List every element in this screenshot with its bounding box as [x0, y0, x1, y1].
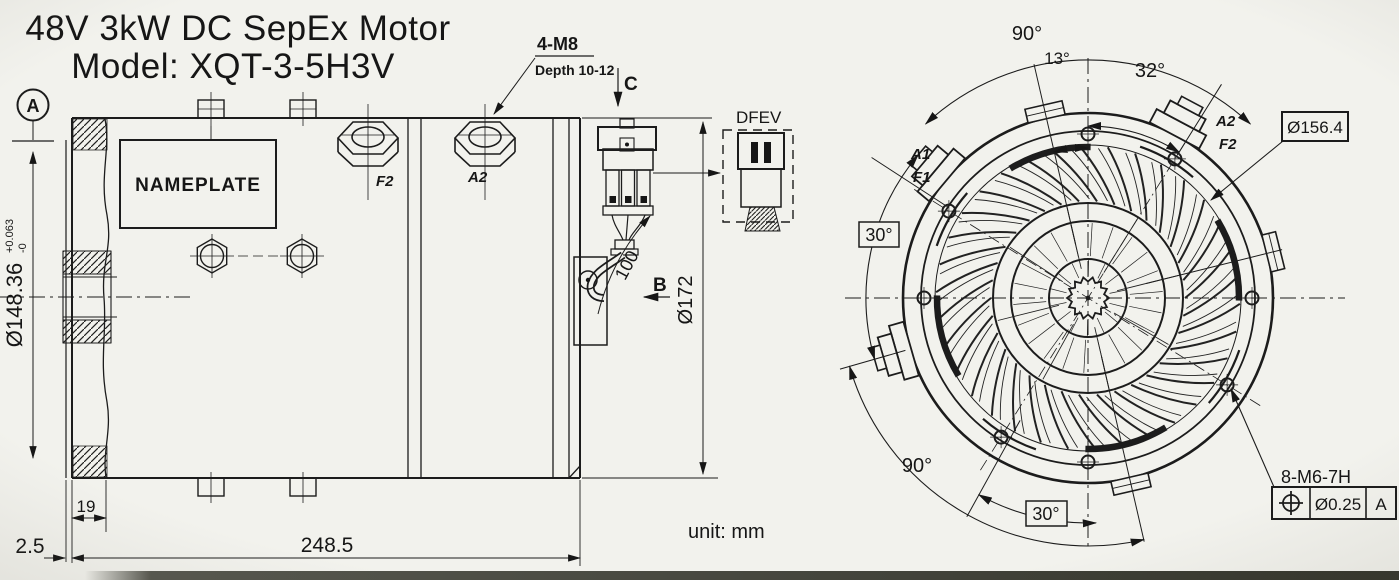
dim-face-value: 2.5: [15, 535, 44, 558]
view-arrow-c: C: [613, 68, 638, 108]
end-f2-label: F2: [1219, 136, 1237, 153]
dim-angle-32: 32°: [1135, 60, 1165, 82]
side-hex-screws: [190, 234, 324, 278]
feature-control-frame: Ø0.25 A: [1271, 486, 1397, 520]
unit-note: unit: mm: [688, 521, 765, 543]
svg-text:30°: 30°: [1032, 504, 1059, 524]
dim-length-value: 248.5: [301, 534, 354, 557]
fcf-tolerance-value: Ø0.25: [1315, 495, 1361, 514]
dim-angle-top: 90°: [1012, 23, 1042, 45]
view-b-label: B: [653, 275, 667, 296]
datum-a-label: A: [27, 96, 40, 116]
terminal-a2-label: A2: [467, 169, 488, 186]
dim-bore-tol-plus: +0.063: [4, 219, 16, 253]
nameplate: NAMEPLATE: [119, 126, 277, 229]
photo-edge-strip: [85, 571, 1399, 580]
svg-text:30°: 30°: [865, 225, 892, 245]
end-f1-label: F1: [913, 169, 931, 186]
body-seam-lines: [407, 119, 581, 479]
svg-text:Ø156.4: Ø156.4: [1287, 118, 1343, 137]
end-view: A1 F1 A2 F2 90° 13° 32° 90° 30° 30° Ø156…: [839, 23, 1397, 548]
datum-a-symbol: A: [12, 88, 54, 142]
thread-callout-8m6-text: 8-M6-7H: [1281, 467, 1351, 487]
thread-depth-text: Depth 10-12: [535, 62, 615, 78]
nameplate-label: NAMEPLATE: [135, 175, 261, 196]
end-a1-label: A1: [910, 146, 930, 163]
dim-angle-30-bottom: 30°: [1025, 500, 1068, 527]
view-c-label: C: [624, 74, 638, 95]
terminal-f2-label: F2: [376, 173, 394, 190]
thread-callout-4m8: 4-M8 Depth 10-12: [493, 34, 615, 115]
cover-screws: [197, 92, 317, 503]
thread-callout-text: 4-M8: [537, 34, 578, 54]
fcf-datum-ref: A: [1375, 495, 1387, 514]
dfev-connector: DFEV: [653, 108, 794, 232]
dim-bore-value: Ø148.36: [2, 263, 27, 347]
dfev-label: DFEV: [736, 108, 782, 127]
dim-body-dia-value: Ø172: [675, 276, 697, 325]
dim-angle-30-left: 30°: [858, 221, 900, 248]
thread-callout-8m6: 8-M6-7H Ø0.25 A: [1230, 387, 1397, 520]
title-block: 48V 3kW DC SepEx Motor Model: XQT-3-5H3V: [25, 9, 450, 86]
motor-body-outline: [71, 117, 581, 479]
dim-bore: Ø148.36 +0.063 -0: [2, 150, 37, 460]
dim-flange-value: 19: [77, 497, 96, 516]
side-view: A Ø148.36 +0.063 -0 NAMEPLATE: [0, 34, 794, 566]
dim-bore-tol-minus: -0: [17, 243, 29, 253]
dim-bottom: 19 2.5 248.5: [15, 480, 582, 566]
drawing-model: Model: XQT-3-5H3V: [71, 47, 395, 86]
view-arrow-b: B: [642, 275, 670, 302]
dim-angle-13: 13°: [1044, 49, 1070, 68]
mounting-flange: [0, 118, 190, 478]
dim-angle-90-bottom: 90°: [902, 455, 932, 477]
end-a2-label: A2: [1215, 113, 1236, 130]
cable-connector-assembly: [573, 118, 657, 346]
drawing-title: 48V 3kW DC SepEx Motor: [25, 9, 450, 48]
